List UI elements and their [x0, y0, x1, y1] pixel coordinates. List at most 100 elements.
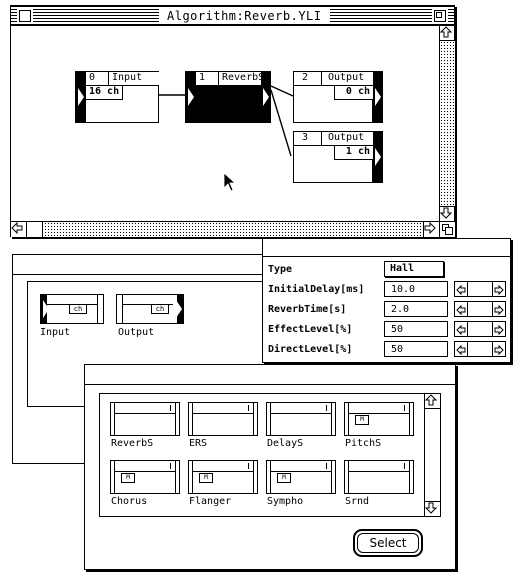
mouse-pointer-icon — [223, 172, 237, 192]
flanger-block-icon: M — [188, 460, 258, 494]
parameter-titlebar[interactable] — [263, 239, 510, 257]
io-input-badge: ch — [69, 304, 87, 314]
scroll-left-arrow-icon[interactable] — [11, 222, 27, 237]
io-palette-titlebar[interactable] — [13, 255, 271, 275]
library-scroll-down-arrow-icon[interactable] — [425, 501, 440, 516]
grow-box-icon[interactable] — [439, 221, 455, 237]
library-scroll-up-arrow-icon[interactable] — [425, 394, 440, 409]
block-input[interactable]: 0 Input 16 ch — [75, 71, 159, 123]
library-item-ers-label: ERS — [189, 438, 208, 449]
param-type-selector[interactable]: Hall — [384, 261, 444, 277]
io-item-output[interactable]: ch Output — [116, 294, 184, 340]
library-scrollbar[interactable] — [424, 394, 440, 516]
param-reverb-time-stepper[interactable] — [454, 301, 506, 317]
library-item-sympho[interactable]: M Sympho — [266, 460, 338, 510]
library-item-pitchs[interactable]: M PitchS — [344, 402, 416, 452]
library-item-ers[interactable]: ERS — [188, 402, 260, 452]
pitchs-block-icon: M — [344, 402, 414, 436]
io-output-label: Output — [118, 327, 155, 338]
param-row-reverb-time: ReverbTime[s] 2.0 — [266, 300, 508, 320]
param-reverb-time-field[interactable]: 2.0 — [384, 301, 448, 317]
library-item-srnd[interactable]: Srnd — [344, 460, 416, 510]
library-item-reverbs[interactable]: ReverbS — [110, 402, 182, 452]
io-output-icon: ch — [116, 294, 184, 324]
library-item-reverbs-label: ReverbS — [111, 438, 154, 449]
param-row-effect-level: EffectLevel[%] 50 — [266, 320, 508, 340]
param-effect-level-label: EffectLevel[%] — [268, 324, 353, 335]
horizontal-scroll-thumb[interactable] — [27, 222, 43, 237]
select-button-outline: Select — [353, 529, 423, 557]
param-row-initial-delay: InitialDelay[ms] 10.0 — [266, 280, 508, 300]
increment-arrow-icon[interactable] — [492, 302, 505, 316]
delays-block-icon — [266, 402, 336, 436]
param-row-direct-level: DirectLevel[%] 50 — [266, 340, 508, 360]
close-box-icon[interactable] — [19, 10, 31, 22]
increment-arrow-icon[interactable] — [492, 322, 505, 336]
algorithm-vertical-scrollbar[interactable] — [439, 26, 455, 221]
decrement-arrow-icon[interactable] — [455, 322, 468, 336]
param-reverb-time-label: ReverbTime[s] — [268, 304, 347, 315]
block-output-1-channels[interactable]: 1 ch — [334, 145, 374, 160]
io-output-badge: ch — [151, 304, 169, 314]
block-input-channels[interactable]: 16 ch — [85, 85, 123, 100]
algorithm-canvas[interactable]: 0 Input 16 ch 1 ReverbS 2 Output 0 ch 3 … — [11, 26, 439, 221]
block-reverbs[interactable]: 1 ReverbS — [185, 71, 271, 123]
block-reverbs-name: ReverbS — [218, 72, 264, 86]
library-item-chorus-label: Chorus — [111, 496, 148, 507]
connection-wires — [158, 85, 294, 157]
scroll-up-arrow-icon[interactable] — [440, 26, 455, 41]
algorithm-horizontal-scrollbar[interactable] — [11, 221, 439, 237]
library-item-delays-label: DelayS — [267, 438, 304, 449]
increment-arrow-icon[interactable] — [492, 282, 505, 296]
scroll-right-arrow-icon[interactable] — [423, 222, 439, 237]
decrement-arrow-icon[interactable] — [455, 342, 468, 356]
algorithm-window-title: Algorithm:Reverb.YLI — [159, 9, 330, 23]
library-item-chorus[interactable]: M Chorus — [110, 460, 182, 510]
library-item-srnd-label: Srnd — [345, 496, 370, 507]
block-output-0-channels[interactable]: 0 ch — [334, 85, 374, 100]
block-output-1-name: Output — [321, 132, 374, 146]
increment-arrow-icon[interactable] — [492, 342, 505, 356]
decrement-arrow-icon[interactable] — [455, 282, 468, 296]
param-direct-level-field[interactable]: 50 — [384, 341, 448, 357]
block-output-0-index: 2 — [294, 72, 322, 86]
block-output-0[interactable]: 2 Output 0 ch — [293, 71, 383, 123]
library-titlebar[interactable] — [85, 365, 455, 385]
library-item-flanger-label: Flanger — [189, 496, 232, 507]
sympho-block-icon: M — [266, 460, 336, 494]
param-effect-level-field[interactable]: 50 — [384, 321, 448, 337]
chorus-block-icon: M — [110, 460, 180, 494]
library-item-delays[interactable]: DelayS — [266, 402, 338, 452]
scroll-down-arrow-icon[interactable] — [440, 206, 455, 221]
mono-badge: M — [121, 473, 135, 483]
reverbs-block-icon — [110, 402, 180, 436]
decrement-arrow-icon[interactable] — [455, 302, 468, 316]
mono-badge: M — [277, 473, 291, 483]
select-button[interactable]: Select — [357, 533, 419, 553]
srnd-block-icon — [344, 460, 414, 494]
library-list[interactable]: ReverbS ERS DelayS M PitchS M Chorus M F… — [99, 393, 441, 517]
library-item-pitchs-label: PitchS — [345, 438, 382, 449]
io-input-icon: ch — [40, 294, 104, 324]
zoom-box-icon[interactable] — [434, 10, 446, 22]
param-initial-delay-stepper[interactable] — [454, 281, 506, 297]
param-effect-level-stepper[interactable] — [454, 321, 506, 337]
block-input-name: Input — [108, 72, 159, 86]
mono-badge: M — [199, 473, 213, 483]
io-item-input[interactable]: ch Input — [40, 294, 104, 340]
library-item-flanger[interactable]: M Flanger — [188, 460, 260, 510]
param-direct-level-stepper[interactable] — [454, 341, 506, 357]
algorithm-titlebar[interactable]: Algorithm:Reverb.YLI — [11, 6, 454, 26]
ers-block-icon — [188, 402, 258, 436]
param-initial-delay-field[interactable]: 10.0 — [384, 281, 448, 297]
block-input-index: 0 — [85, 72, 109, 86]
block-output-1-index: 3 — [294, 132, 322, 146]
param-direct-level-label: DirectLevel[%] — [268, 344, 353, 355]
param-initial-delay-label: InitialDelay[ms] — [268, 284, 365, 295]
param-row-type: Type Hall — [266, 260, 508, 280]
block-output-1[interactable]: 3 Output 1 ch — [293, 131, 383, 183]
block-output-0-name: Output — [321, 72, 374, 86]
io-input-label: Input — [40, 327, 71, 338]
library-window: ReverbS ERS DelayS M PitchS M Chorus M F… — [84, 364, 456, 570]
block-reverbs-index: 1 — [195, 72, 219, 86]
